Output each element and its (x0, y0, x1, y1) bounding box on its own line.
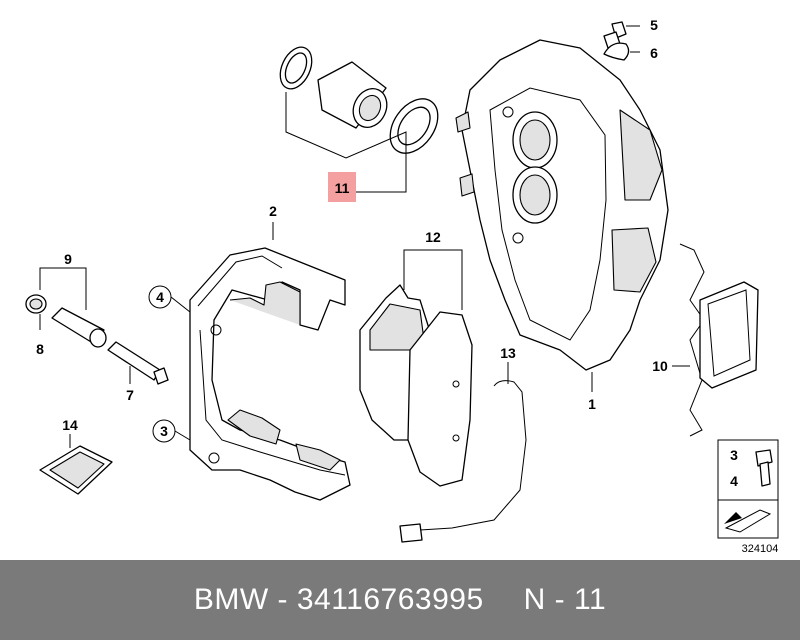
arrow-icon (724, 509, 772, 533)
callout-12: 12 (425, 229, 441, 245)
callout-5: 5 (650, 17, 658, 33)
diagram-number: 324104 (742, 543, 779, 555)
anti-rattle-spring (672, 243, 759, 437)
callout-7: 7 (126, 387, 134, 403)
callout-circle-4 (148, 285, 191, 313)
callout-4-circled: 4 (156, 289, 164, 305)
brake-pads (359, 249, 473, 487)
callout-circle-3 (152, 419, 191, 443)
footer-text: BMW - 34116763995 N - 11 (0, 560, 800, 640)
callout-8: 8 (36, 341, 44, 357)
callout-11: 11 (335, 180, 350, 196)
callout-14: 14 (62, 417, 78, 433)
callout-1: 1 (588, 396, 596, 412)
parts-diagram: 1 2 3 4 5 6 7 8 9 10 11 12 13 14 3 4 324… (25, 17, 779, 555)
grease-packet (39, 434, 113, 495)
fastener-box (717, 439, 779, 539)
dust-cap (603, 42, 640, 61)
callout-3-circled: 3 (160, 423, 168, 439)
wear-sensor (399, 362, 527, 543)
callout-6: 6 (650, 45, 658, 61)
highlight-callout-11 (328, 172, 356, 202)
guide-pin-kit (25, 267, 107, 348)
brake-caliper (455, 39, 669, 392)
piston-seal-kit (279, 46, 439, 193)
callout-2: 2 (269, 203, 277, 219)
callout-4-box: 4 (730, 473, 738, 489)
callout-10: 10 (652, 358, 668, 374)
callout-13: 13 (500, 345, 516, 361)
callout-9: 9 (64, 251, 72, 267)
footer-bar: BMW - 34116763995 N - 11 (0, 560, 800, 640)
brand-part-number: BMW - 34116763995 (193, 583, 484, 616)
position-number: N - 11 (523, 583, 607, 616)
callout-3-box: 3 (730, 447, 738, 463)
guide-bolt (107, 341, 169, 385)
caliper-carrier (189, 222, 351, 501)
